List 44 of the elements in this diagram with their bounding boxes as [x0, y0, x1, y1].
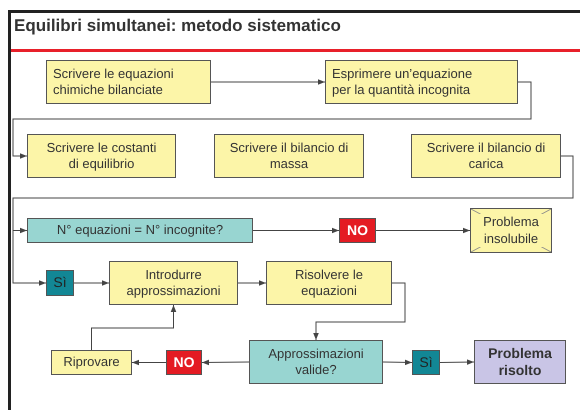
yes-badge — [412, 350, 440, 375]
arrow — [12, 82, 532, 159]
process-box — [214, 134, 364, 178]
arrow — [210, 79, 326, 85]
step-text: Risolvere le equazioni — [294, 266, 364, 300]
step-text: NO — [174, 354, 194, 372]
arrow — [91, 304, 176, 350]
arrow — [382, 360, 412, 366]
process-box — [266, 261, 392, 305]
process-box — [411, 134, 561, 178]
process-box — [109, 261, 238, 305]
process-box — [51, 350, 132, 375]
arrow — [252, 228, 340, 234]
step-text: Scrivere le equazioni chimiche bilanciate — [53, 66, 175, 98]
step-text: Riprovare — [63, 354, 120, 371]
decision-box — [27, 218, 253, 243]
step-text: Sì — [53, 274, 67, 292]
yes-badge — [46, 270, 74, 296]
result-box — [474, 340, 566, 384]
step-text: Approssimazioni valide? — [267, 346, 365, 378]
arrow — [202, 360, 250, 366]
process-box — [325, 60, 518, 104]
step-text: Scrivere le costanti di equilibrio — [46, 140, 158, 172]
arrow — [313, 282, 406, 340]
decision-box — [249, 340, 383, 384]
no-badge — [166, 350, 202, 375]
slide-title: Equilibri simultanei: metodo sistematico — [14, 16, 341, 36]
step-text: N° equazioni = N° incognite? — [56, 222, 224, 239]
step-text: Problema risolto — [487, 344, 553, 380]
arrow — [238, 280, 266, 286]
step-text: NO — [347, 222, 368, 240]
step-text: Esprimere un’equazione per la quantità incognita — [332, 66, 474, 98]
step-text: Scrivere il bilancio di carica — [426, 140, 546, 172]
arrow — [132, 360, 166, 366]
step-text: Scrivere il bilancio di massa — [229, 140, 349, 172]
no-badge — [339, 218, 376, 243]
process-box — [46, 60, 211, 104]
arrow — [376, 228, 470, 234]
step-text: Introdurre approssimazioni — [126, 266, 222, 300]
arrow — [74, 280, 110, 286]
step-text: Sì — [419, 354, 433, 372]
arrow — [12, 156, 574, 286]
arrow — [440, 359, 474, 365]
process-box — [27, 134, 176, 178]
